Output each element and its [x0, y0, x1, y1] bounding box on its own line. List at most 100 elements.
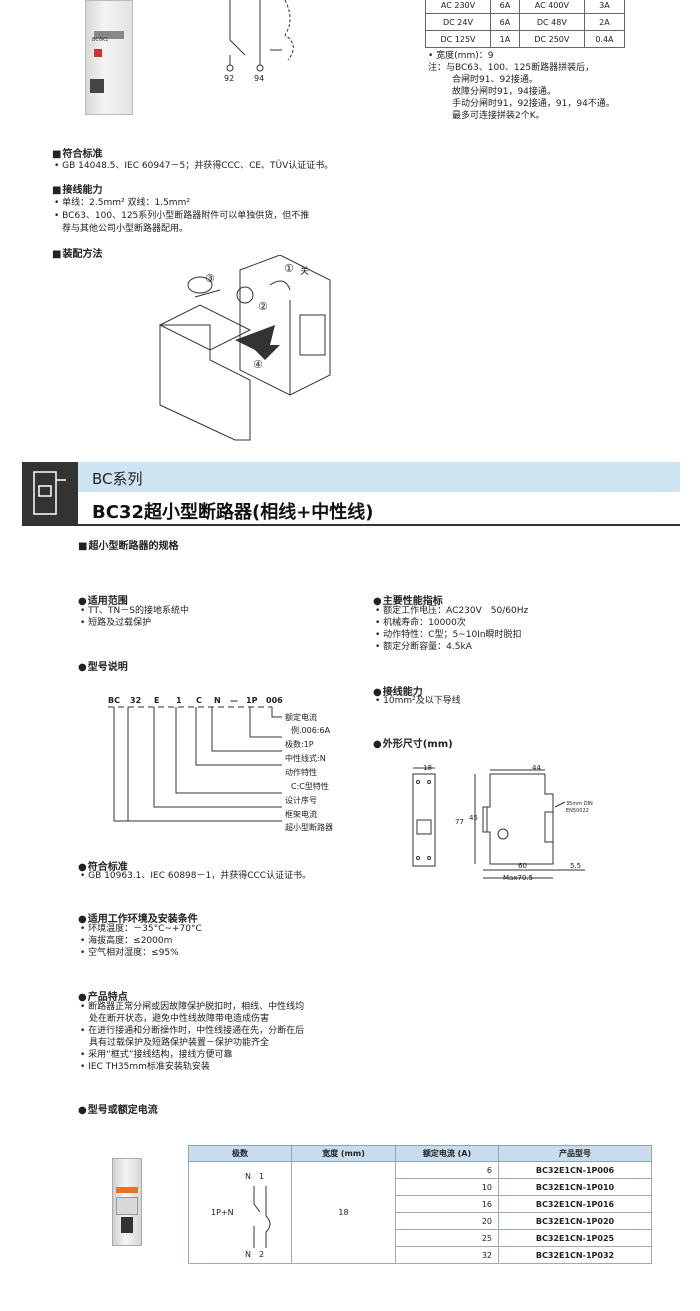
model-cell: BC32E1CN-1P010: [498, 1178, 652, 1196]
note-line-3: 手动分闸时91，92接通，91，94不通。: [452, 99, 615, 109]
dim-18: 18: [423, 764, 432, 772]
step-4-marker: ④: [253, 358, 263, 371]
rating-cell: 6A: [489, 0, 520, 14]
wiring2-item-0: • 10mm²及以下导线: [375, 696, 461, 706]
col-header-current: 额定电流 (A): [395, 1145, 499, 1162]
features-item-1: 处在断开状态，避免中性线故障带电造成伤害: [80, 1014, 270, 1024]
code-n: N: [214, 696, 221, 705]
rating-cell: AC 400V: [518, 0, 585, 14]
scope-title: 适用范围: [78, 592, 128, 607]
model-label-0: 额定电流: [285, 713, 317, 722]
features-item-2: • 在进行接通和分断操作时，中性线接通在先，分断在后: [80, 1026, 305, 1036]
din-rail-label-2: EN50022: [566, 808, 589, 814]
terminal-94-label: 94: [254, 74, 265, 83]
dim-5-5: 5.5: [570, 862, 582, 870]
current-cell: 25: [395, 1229, 499, 1247]
current-cell: 6: [395, 1161, 499, 1179]
dimensions-title: 外形尺寸(mm): [373, 735, 453, 750]
model-label-1: 例.006:6A: [291, 726, 331, 735]
performance-item-2: • 动作特性：C型；5~10In瞬时脱扣: [375, 630, 522, 640]
pole-text: 1P+N: [211, 1208, 234, 1217]
note-line-1: 合闸时91、92接通。: [452, 75, 538, 85]
wiring-line-0: • 单线：2.5mm² 双线：1.5mm²: [54, 198, 190, 208]
current-cell: 10: [395, 1178, 499, 1196]
contact-schematic: [226, 0, 294, 72]
rating-cell: 3A: [583, 0, 626, 14]
environment-item-2: • 空气相对湿度：≤95%: [80, 948, 179, 958]
symbol-two: 2: [259, 1250, 265, 1259]
features-item-4: • 采用“框式”接线结构，接线方便可靠: [80, 1050, 233, 1060]
width-note: • 宽度(mm)：9: [428, 51, 494, 61]
symbol-n-top: N: [245, 1172, 251, 1181]
code-e: E: [154, 696, 160, 705]
model-cell: BC32E1CN-1P006: [498, 1161, 652, 1179]
model-label-5: C:C型特性: [291, 782, 329, 791]
breaker-logo-icon: [33, 471, 66, 515]
step-1-label: 关: [300, 267, 310, 277]
wiring-line-1: • BC63、100、125系列小型断路器附件可以单独供货，但不推: [54, 211, 310, 221]
terminal-92-label: 92: [224, 74, 235, 83]
model-label-4: 动作特性: [285, 768, 317, 777]
performance-item-3: • 额定分断容量：4.5kA: [375, 642, 472, 652]
device-label-text: BC6K1: [92, 37, 109, 43]
code-1p: 1P: [246, 696, 258, 705]
assembly-illustration: [158, 255, 331, 441]
features-item-0: • 断路器正常分闸或因故障保护脱扣时，相线、中性线均: [80, 1002, 305, 1012]
col-header-width: 宽度 (mm): [291, 1145, 396, 1162]
performance-item-0: • 额定工作电压：AC230V 50/60Hz: [375, 606, 529, 616]
features-title: 产品特点: [78, 988, 128, 1003]
product-title: BC32超小型断路器(相线+中性线): [92, 502, 374, 523]
model-label-7: 框架电流: [285, 810, 317, 819]
model-explain-title: 型号说明: [78, 658, 128, 673]
rating-cell: AC 230V: [425, 0, 491, 14]
note-line-0: 注：与BC63、100、125断路器拼装后，: [428, 63, 595, 73]
bc32-product-photo: [112, 1158, 142, 1246]
col-header-model: 产品型号: [498, 1145, 652, 1162]
note-line-4: 最多可连接拼装2个K。: [452, 111, 545, 121]
current-cell: 16: [395, 1195, 499, 1213]
code-1: 1: [176, 696, 182, 705]
assembly-title: 装配方法: [52, 245, 102, 260]
wiring-title: 接线能力: [52, 181, 102, 196]
environment-item-0: • 环境温度：－35°C~+70°C: [80, 924, 202, 934]
wiring-line-2: 荐与其他公司小型断路器配用。: [62, 224, 189, 234]
symbol-n-bot: N: [245, 1250, 251, 1259]
performance-title: 主要性能指标: [373, 592, 443, 607]
rating-cell: 0.4A: [583, 30, 626, 48]
standards2-title: 符合标准: [78, 858, 128, 873]
model-label-6: 设计序号: [285, 796, 317, 805]
step-1-marker: ①: [284, 262, 294, 275]
performance-item-1: • 机械寿命：10000次: [375, 618, 466, 628]
spec-header: 超小型断路器的规格: [78, 537, 178, 552]
rating-cell: DC 48V: [518, 13, 585, 31]
dim-max: Max70.5: [503, 874, 534, 882]
rating-cell: 2A: [583, 13, 626, 31]
model-cell: BC32E1CN-1P032: [498, 1246, 652, 1264]
code-bc: BC: [108, 696, 120, 705]
environment-title: 适用工作环境及安装条件: [78, 910, 198, 925]
code-006: 006: [266, 696, 283, 705]
environment-item-1: • 海拔高度：≤2000m: [80, 936, 173, 946]
step-2-marker: ②: [258, 300, 268, 313]
current-cell: 20: [395, 1212, 499, 1230]
scope-item-1: • 短路及过载保护: [80, 618, 152, 628]
standards-text: • GB 14048.5、IEC 60947－5；并获得CCC、CE、TÜV认证…: [54, 161, 334, 171]
features-item-3: 具有过载保护及短路保护装置－保护功能齐全: [80, 1038, 270, 1048]
wiring2-title: 接线能力: [373, 683, 423, 698]
features-item-5: • IEC TH35mm标准安装轨安装: [80, 1062, 210, 1072]
series-banner: BC系列 BC32超小型断路器(相线+中性线): [22, 462, 680, 526]
scope-item-0: • TT、TN－S的接地系统中: [80, 606, 189, 616]
model-cell: BC32E1CN-1P020: [498, 1212, 652, 1230]
code-32: 32: [130, 696, 142, 705]
rating-section-title: 型号或额定电流: [78, 1101, 158, 1116]
model-cell: BC32E1CN-1P016: [498, 1195, 652, 1213]
din-rail-label-1: 35mm DIN: [566, 801, 593, 807]
model-label-3: 中性线式:N: [285, 754, 326, 763]
